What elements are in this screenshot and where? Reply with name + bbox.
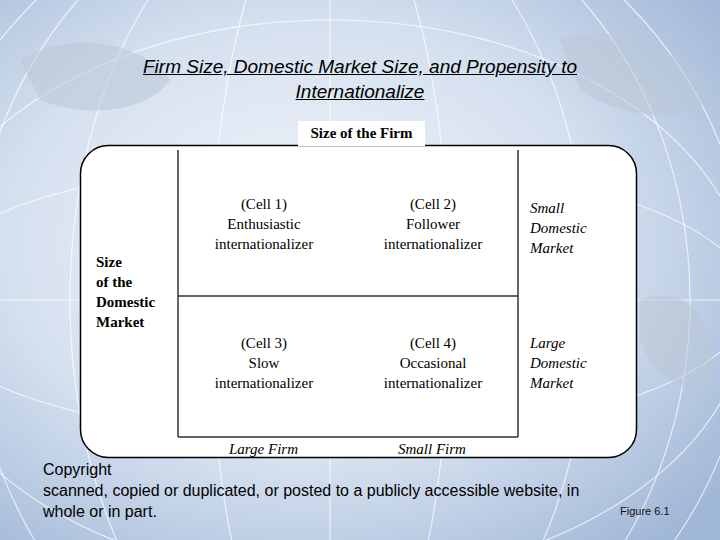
cell-label: Occasional internationalizer xyxy=(373,353,493,393)
axis-label: Size of the Domestic Market xyxy=(96,252,136,332)
copyright-note: Copyright xyxy=(43,459,111,480)
matrix-cell: (Cell 3)Slow internationalizer xyxy=(180,333,348,393)
column-label: Large Firm xyxy=(229,439,298,459)
copyright-note: scanned, copied or duplicated, or posted… xyxy=(43,480,583,522)
grid-line xyxy=(178,295,518,297)
cell-label: Slow internationalizer xyxy=(204,353,324,393)
matrix-cell: (Cell 2)Follower internationalizer xyxy=(350,194,516,254)
cell-number: (Cell 2) xyxy=(373,194,493,214)
axis-header-box: Size of the Firm xyxy=(298,121,425,146)
cell-number: (Cell 3) xyxy=(204,333,324,353)
matrix-cell: (Cell 4)Occasional internationalizer xyxy=(350,333,516,393)
matrix-cell: (Cell 1)Enthusiastic internationalizer xyxy=(180,194,348,254)
grid-line xyxy=(177,150,179,437)
figure-number: Figure 6.1 xyxy=(620,505,670,517)
cell-label: Enthusiastic internationalizer xyxy=(204,214,324,254)
axis-title: Size of the Firm xyxy=(310,123,413,143)
grid-line xyxy=(517,150,519,437)
cell-number: (Cell 4) xyxy=(373,333,493,353)
cell-number: (Cell 1) xyxy=(204,194,324,214)
slide-title: Firm Size, Domestic Market Size, and Pro… xyxy=(140,54,580,104)
cell-label: Follower internationalizer xyxy=(373,214,493,254)
row-label: Small Domestic Market xyxy=(530,198,610,258)
panel-box xyxy=(81,146,637,458)
column-label: Small Firm xyxy=(398,439,466,459)
row-label: Large Domestic Market xyxy=(530,333,610,393)
grid-line xyxy=(178,436,518,438)
